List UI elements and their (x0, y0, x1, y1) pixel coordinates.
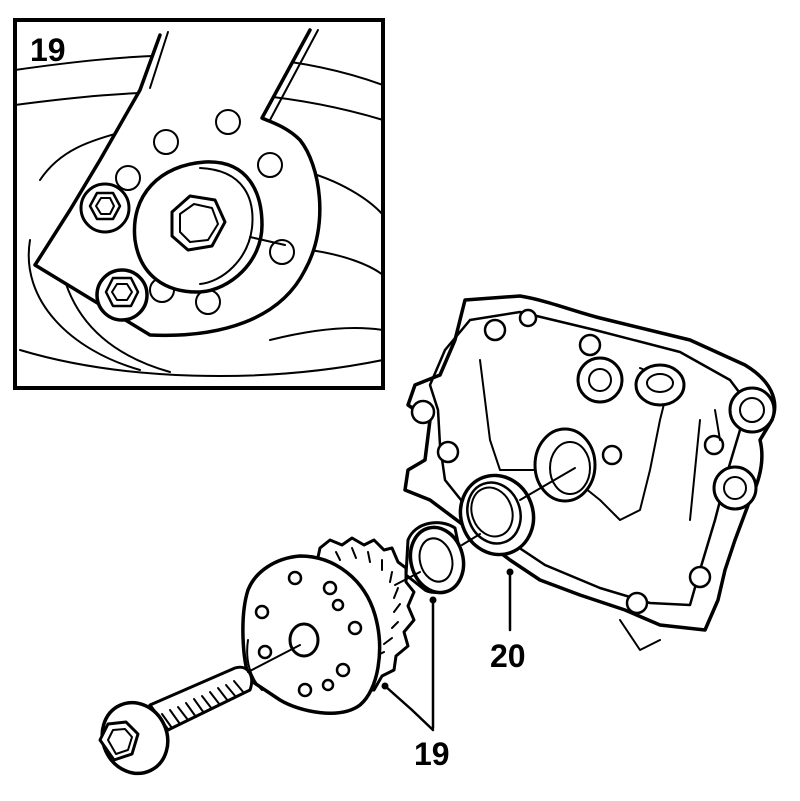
bolt-upper-icon (79, 182, 131, 234)
inset-detail-view (13, 18, 385, 390)
seal-front (404, 521, 466, 595)
inset-label: 19 (30, 32, 66, 68)
assembly-axis-lines (247, 467, 576, 673)
callout-leaders (381, 568, 514, 732)
crankshaft-sprocket (241, 536, 416, 715)
callout-seal-rear: 20 (490, 638, 526, 674)
engine-casing (403, 294, 777, 651)
inset-frame (13, 18, 385, 390)
callout-seal-front: 19 (414, 736, 450, 772)
center-bolt (98, 665, 254, 776)
bolt-lower-icon (95, 268, 149, 322)
